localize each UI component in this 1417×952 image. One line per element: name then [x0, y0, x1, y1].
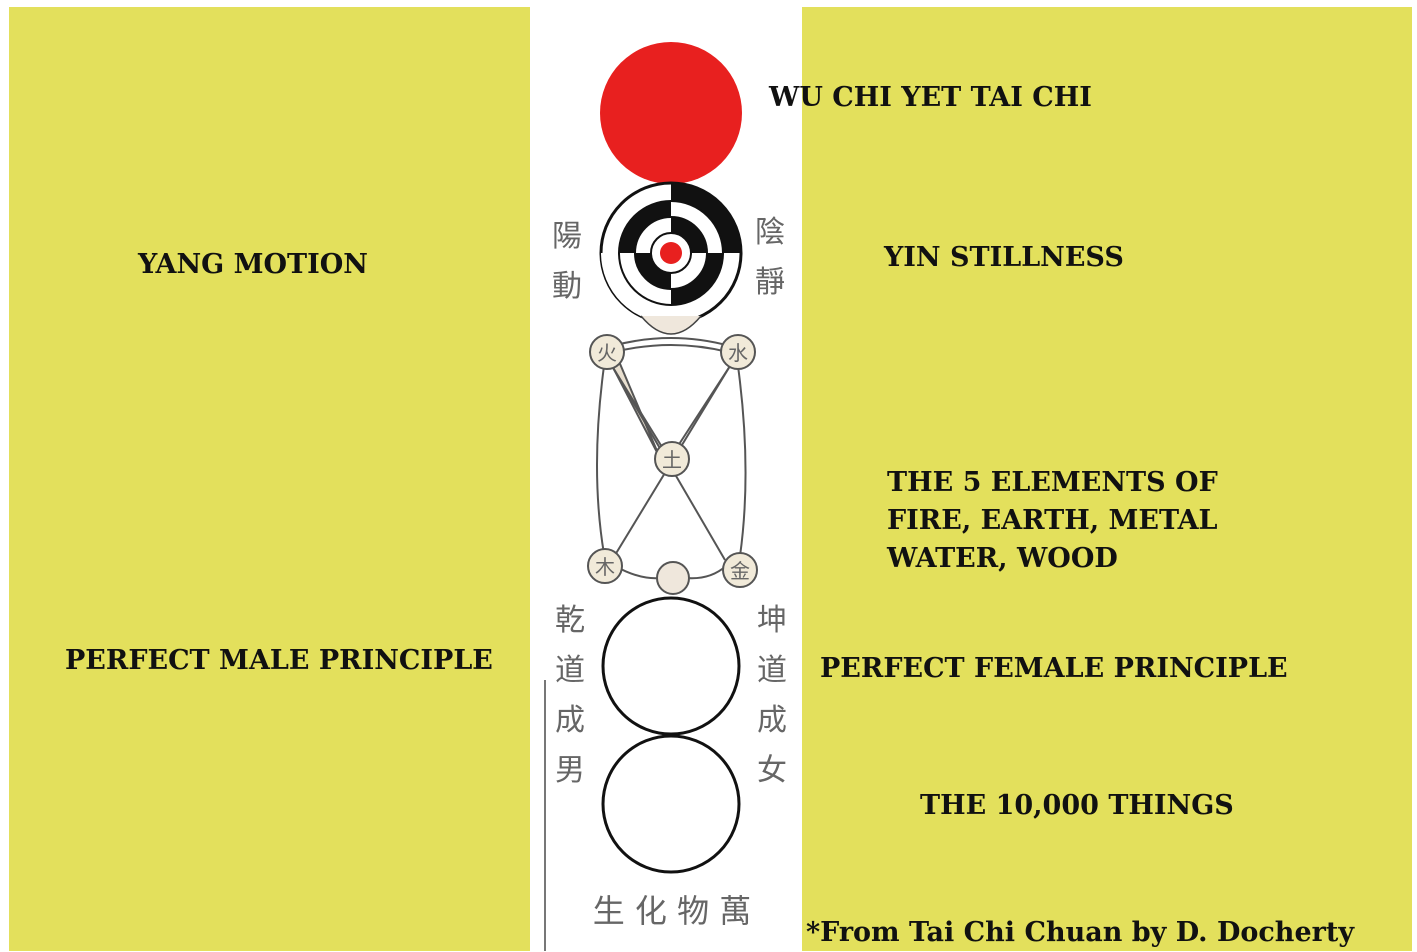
svg-text:土: 土 — [662, 448, 682, 472]
element-water: 水 — [721, 335, 755, 369]
qian-char-3: 成 — [555, 703, 585, 738]
yang-dong-char-2: 動 — [552, 269, 582, 304]
element-earth: 土 — [655, 442, 689, 476]
kun-char-3: 成 — [757, 703, 787, 738]
yin-yang-circle — [601, 183, 741, 323]
kun-char-2: 道 — [757, 653, 787, 688]
kun-char-4: 女 — [757, 753, 787, 788]
element-wood: 木 — [588, 549, 622, 583]
qian-char-4: 男 — [555, 753, 585, 788]
female-principle-label: PERFECT FEMALE PRINCIPLE — [820, 650, 1288, 688]
center-node — [657, 562, 689, 594]
svg-text:水: 水 — [728, 341, 748, 365]
element-metal: 金 — [723, 553, 757, 587]
ten-thousand-label: THE 10,000 THINGS — [920, 787, 1234, 825]
source-credit: *From Tai Chi Chuan by D. Docherty — [806, 914, 1354, 952]
five-elements-line-2: FIRE, EARTH, METAL — [887, 502, 1218, 540]
svg-text:木: 木 — [595, 555, 615, 579]
kun-char-1: 坤 — [757, 603, 787, 638]
yin-stillness-label: YIN STILLNESS — [884, 239, 1124, 277]
svg-text:金: 金 — [730, 559, 750, 583]
svg-text:火: 火 — [597, 341, 617, 365]
wanwu-text: 生 化 物 萬 — [593, 892, 752, 930]
yang-dong-char-1: 陽 — [552, 219, 582, 254]
wu-chi-red-circle — [600, 42, 742, 184]
qian-kun-circle — [603, 598, 739, 734]
male-principle-label: PERFECT MALE PRINCIPLE — [65, 642, 493, 680]
five-elements-line-3: WATER, WOOD — [887, 540, 1118, 578]
ten-thousand-things-circle — [603, 736, 739, 872]
yin-jing-char-1: 陰 — [755, 215, 785, 250]
element-fire: 火 — [590, 335, 624, 369]
qian-char-1: 乾 — [555, 603, 585, 638]
neck-shape — [641, 316, 701, 334]
qian-char-2: 道 — [555, 653, 585, 688]
wu-chi-label: WU CHI YET TAI CHI — [769, 79, 1092, 117]
yang-motion-label: YANG MOTION — [138, 246, 368, 284]
five-elements-line-1: THE 5 ELEMENTS OF — [887, 464, 1218, 502]
yin-jing-char-2: 靜 — [755, 265, 785, 300]
